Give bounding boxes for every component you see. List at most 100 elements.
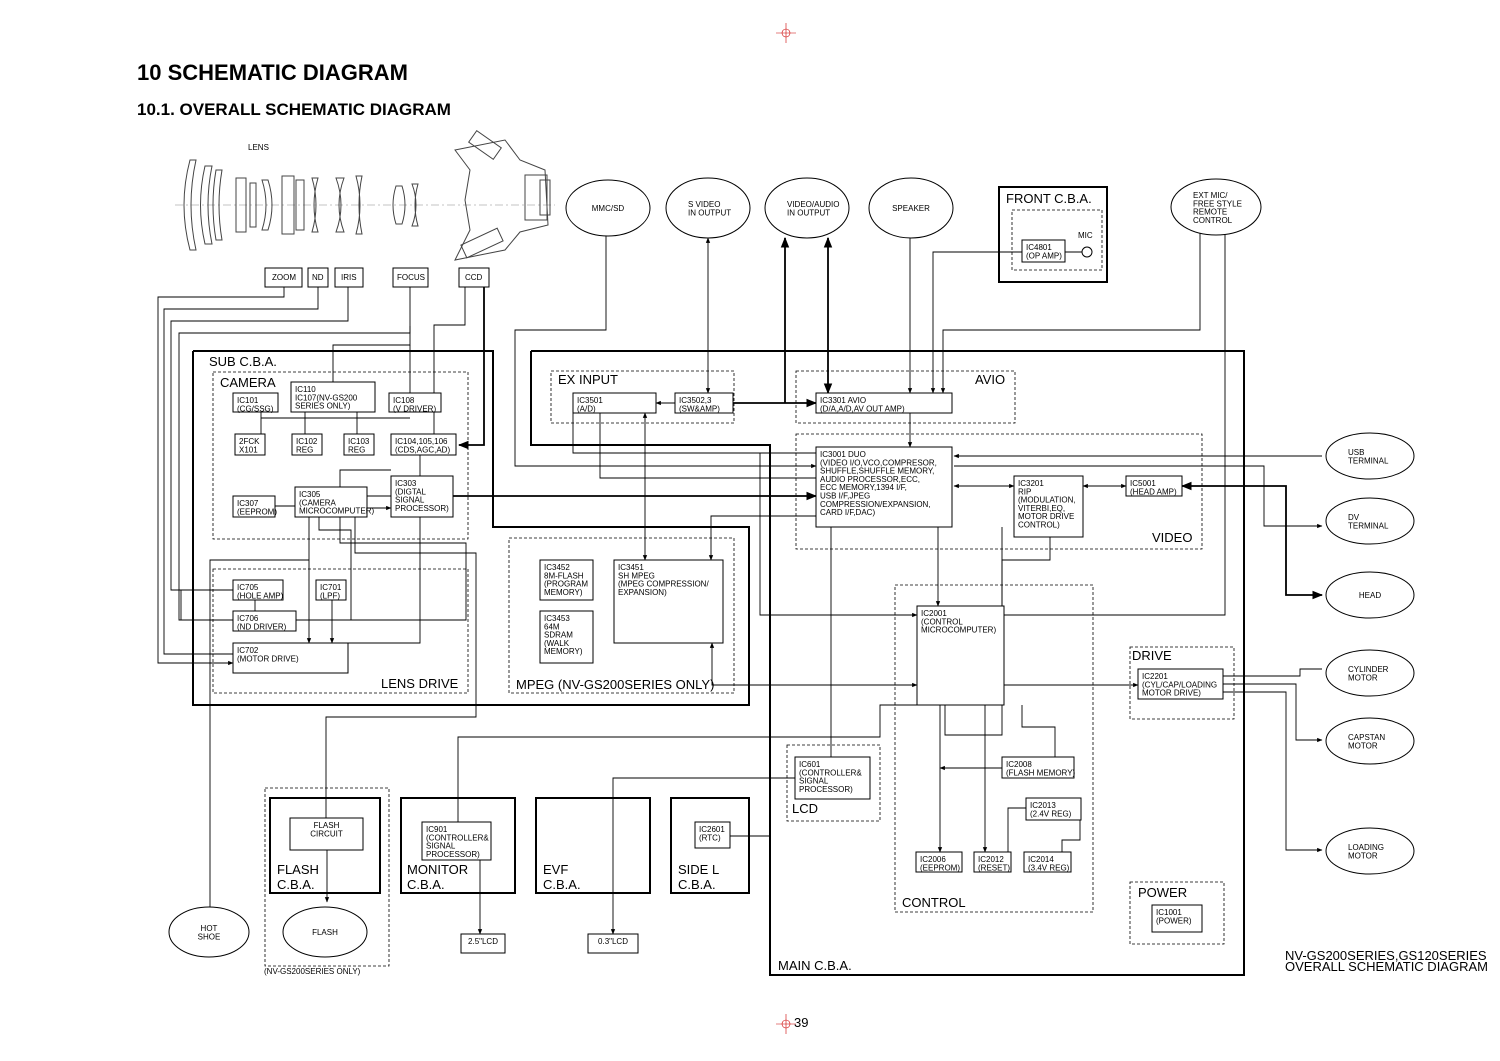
block-ic1001-line-1: (POWER): [1156, 916, 1192, 925]
block-ic3501-line-0: IC3501: [577, 396, 603, 405]
block-ic3301-line-1: (D/A,A/D,AV OUT AMP): [820, 404, 905, 413]
block-ic705: IC705(HOLE AMP): [232, 579, 284, 601]
nd-label: ND: [312, 273, 324, 282]
block-ic2601-line-0: IC2601: [699, 825, 725, 834]
front-cba-label: FRONT C.B.A.: [1006, 191, 1092, 206]
external-mmc-sd: MMC/SD: [565, 179, 651, 237]
external-flash-line-0: FLASH: [312, 928, 338, 937]
external-capstan-motor-line-1: MOTOR: [1348, 741, 1378, 750]
side-l-cba-label-1: SIDE L: [678, 862, 719, 877]
block-ic2013-line-1: (2.4V REG): [1030, 809, 1072, 818]
external-cylinder-motor-line-0: CYLINDER: [1348, 665, 1389, 674]
external-head-line-0: HEAD: [1359, 591, 1381, 600]
power-label: POWER: [1138, 885, 1187, 900]
block-ic701: IC701(LPF): [315, 579, 347, 601]
block-lcd25-line-0: 2.5"LCD: [468, 937, 498, 946]
block-ic701-line-1: (LPF): [320, 591, 340, 600]
block-ic104-line-0: IC104,105,106: [395, 437, 448, 446]
block-ic3501-line-1: (A/D): [577, 404, 596, 413]
drive-label: DRIVE: [1132, 648, 1172, 663]
main-cba-label: MAIN C.B.A.: [778, 958, 852, 973]
external-usb-terminal-line-1: TERMINAL: [1348, 456, 1389, 465]
block-ic2001-line-0: IC2001: [921, 609, 947, 618]
block-ic102-line-1: REG: [296, 445, 313, 454]
block-ic2201-line-1: (CYL/CAP/LOADING: [1142, 680, 1217, 689]
block-ic305-line-1: (CAMERA: [299, 498, 337, 507]
external-usb-terminal-line-0: USB: [1348, 448, 1364, 457]
block-ic2012: IC2012(RESET): [973, 851, 1012, 873]
block-ic3453-line-0: IC3453: [544, 614, 570, 623]
block-ic103-line-1: REG: [348, 445, 365, 454]
lcd-label: LCD: [792, 801, 818, 816]
block-ic3502-line-0: IC3502,3: [679, 396, 712, 405]
external-ext-mic-line-2: REMOTE: [1193, 208, 1227, 217]
block-ic305-line-0: IC305: [299, 490, 321, 499]
external-head: HEAD: [1325, 571, 1415, 619]
block-ic2201-line-2: MOTOR DRIVE): [1142, 689, 1201, 698]
block-ic2014-line-0: IC2014: [1028, 855, 1054, 864]
external-s-video-line-0: S VIDEO: [688, 200, 720, 209]
block-ic303-line-0: IC303: [395, 479, 417, 488]
block-ic104-line-1: (CDS,AGC,AD): [395, 445, 450, 454]
block-ic4801-line-0: IC4801: [1026, 243, 1052, 252]
block-ic3201-line-3: VITERBI,EQ,: [1018, 504, 1065, 513]
block-ic2601: IC2601(RTC): [694, 821, 731, 849]
block-ic3453-line-3: (WALK: [544, 639, 570, 648]
block-ic705-line-1: (HOLE AMP): [237, 591, 284, 600]
block-ic5001-line-1: (HEAD AMP): [1130, 487, 1177, 496]
external-loading-motor-line-1: MOTOR: [1348, 851, 1378, 860]
block-ic3001-line-2: SHUFFLE,SHUFFLE MEMORY,: [820, 467, 934, 476]
mic-label: MIC: [1078, 231, 1093, 240]
block-ic706: IC706(ND DRIVER): [232, 610, 297, 632]
block-ic3453-line-2: SDRAM: [544, 631, 573, 640]
block-ic702: IC702(MOTOR DRIVE): [232, 642, 349, 674]
block-ic1001: IC1001(POWER): [1151, 904, 1203, 933]
block-ic307-line-0: IC307: [237, 499, 259, 508]
connection-lines: [157, 228, 1324, 935]
block-ic2006-line-0: IC2006: [920, 855, 946, 864]
external-mmc-sd-line-0: MMC/SD: [592, 204, 625, 213]
block-ic2014-line-1: (3.4V REG): [1028, 863, 1070, 872]
block-flash-circuit-line-1: CIRCUIT: [310, 829, 343, 838]
block-ic2013: IC2013(2.4V REG): [1025, 797, 1082, 821]
block-ic103-line-0: IC103: [348, 437, 370, 446]
block-ic2001-line-1: (CONTROL: [921, 617, 963, 626]
block-ic3201-line-1: RIP: [1018, 487, 1031, 496]
block-ic705-line-0: IC705: [237, 583, 259, 592]
external-dv-terminal-line-1: TERMINAL: [1348, 521, 1389, 530]
dashed-sections: [212, 209, 1235, 967]
block-ic3451-line-2: (MPEG COMPRESSION/: [618, 580, 709, 589]
block-ic901-line-1: (CONTROLLER&: [426, 833, 489, 842]
mic-icon: [1081, 246, 1093, 258]
block-ic3001-line-3: AUDIO PROCESSOR,ECC,: [820, 475, 920, 484]
block-lcd03-line-0: 0.3"LCD: [598, 937, 628, 946]
block-ic706-line-0: IC706: [237, 614, 259, 623]
flash-cba-label-1: FLASH: [277, 862, 319, 877]
crop-mark-bottom: [776, 1014, 796, 1034]
block-ic702-line-0: IC702: [237, 646, 259, 655]
block-ic702-line-1: (MOTOR DRIVE): [237, 654, 299, 663]
lens-part-boxes: ZOOM ND IRIS FOCUS CCD: [264, 267, 490, 288]
block-ic4801: IC4801(OP AMP): [1021, 239, 1066, 263]
block-ic2006-line-1: (EEPROM): [920, 863, 960, 872]
block-ic101: IC101(CG/SSG): [232, 392, 279, 413]
block-ic2008-line-1: (FLASH MEMORY): [1006, 768, 1076, 777]
block-ic3001-line-4: ECC MEMORY,1394 I/F,: [820, 483, 907, 492]
block-ic3452-line-1: 8M-FLASH: [544, 571, 584, 580]
block-ic2012-line-0: IC2012: [978, 855, 1004, 864]
iris-label: IRIS: [341, 273, 357, 282]
